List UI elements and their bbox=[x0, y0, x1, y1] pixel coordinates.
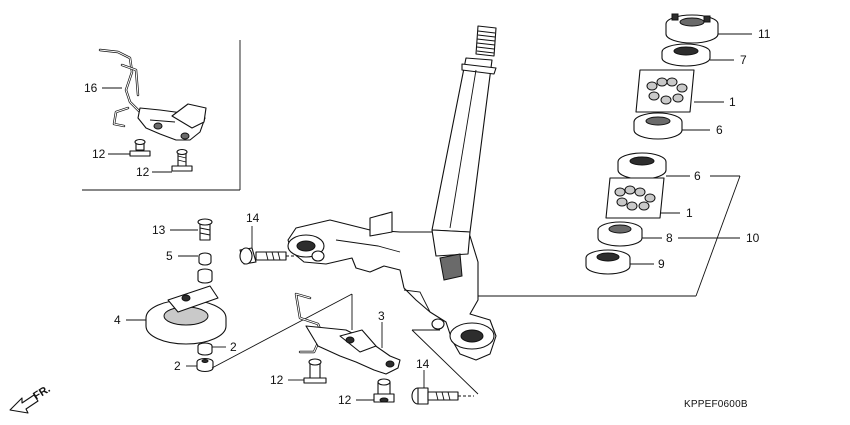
inset-frame bbox=[82, 40, 241, 191]
callout-13: 13 bbox=[152, 223, 166, 237]
callout-16: 16 bbox=[84, 81, 98, 95]
bolt-12-bracket-b bbox=[373, 378, 395, 403]
callout-7: 7 bbox=[740, 53, 747, 67]
callout-12-inset-b: 12 bbox=[136, 165, 150, 179]
callout-5: 5 bbox=[166, 249, 173, 263]
bolt-14-bottom-part bbox=[411, 387, 474, 405]
steel-ball-1-lower-part bbox=[605, 177, 665, 219]
callout-1-lower: 1 bbox=[686, 206, 693, 220]
front-direction-arrow-icon bbox=[9, 394, 39, 414]
horn-stay-3-part bbox=[294, 292, 401, 375]
bolt-13-part bbox=[197, 218, 213, 241]
callout-2-upper: 2 bbox=[230, 340, 237, 354]
clamp-guide bbox=[351, 312, 479, 395]
bolt-12-inset-a bbox=[129, 138, 151, 157]
collar-5-part bbox=[198, 252, 212, 266]
callout-12-inset-a: 12 bbox=[92, 147, 106, 161]
callout-14-bottom: 14 bbox=[416, 357, 430, 371]
callout-10: 10 bbox=[746, 231, 760, 245]
callout-9: 9 bbox=[658, 257, 665, 271]
callout-6-lower: 6 bbox=[694, 169, 701, 183]
horn-4-part bbox=[145, 285, 227, 345]
callout-2-lower: 2 bbox=[174, 359, 181, 373]
callout-12-bracket-a: 12 bbox=[270, 373, 284, 387]
bolt-12-bracket-a bbox=[303, 358, 327, 384]
diagram-code: KPPEF0600B bbox=[684, 399, 748, 410]
washer-2-part bbox=[197, 342, 213, 356]
nut-2b-part bbox=[196, 357, 214, 373]
callout-labels: 11 7 1 6 6 1 8 10 9 16 12 12 13 5 4 2 2 … bbox=[84, 27, 771, 407]
race-8-part bbox=[597, 221, 643, 247]
callout-6-upper: 6 bbox=[716, 123, 723, 137]
dust-seal-9-part bbox=[585, 249, 631, 275]
callout-4: 4 bbox=[114, 313, 121, 327]
race-6-lower-part bbox=[617, 152, 667, 180]
callout-14-left: 14 bbox=[246, 211, 260, 225]
nut-2-part bbox=[197, 268, 213, 284]
steering-stem-part bbox=[431, 25, 497, 233]
steel-ball-1-upper-part bbox=[635, 69, 695, 113]
callout-3: 3 bbox=[378, 309, 385, 323]
leader-lines bbox=[102, 33, 752, 401]
lock-nut-11-part bbox=[665, 13, 719, 44]
callout-11: 11 bbox=[758, 27, 771, 41]
dust-seal-7-part bbox=[661, 43, 711, 67]
bolt-14-left-part bbox=[239, 247, 300, 265]
bottom-bridge-part bbox=[287, 211, 497, 361]
front-direction-indicator: FR. bbox=[9, 383, 53, 414]
horn-group-guide bbox=[211, 293, 353, 369]
callout-1-upper: 1 bbox=[729, 95, 736, 109]
bolt-12-inset-b bbox=[171, 148, 193, 172]
horn-stay-part bbox=[98, 48, 207, 141]
callout-12-bracket-b: 12 bbox=[338, 393, 352, 407]
race-6-upper-part bbox=[633, 112, 683, 140]
callout-8: 8 bbox=[666, 231, 673, 245]
